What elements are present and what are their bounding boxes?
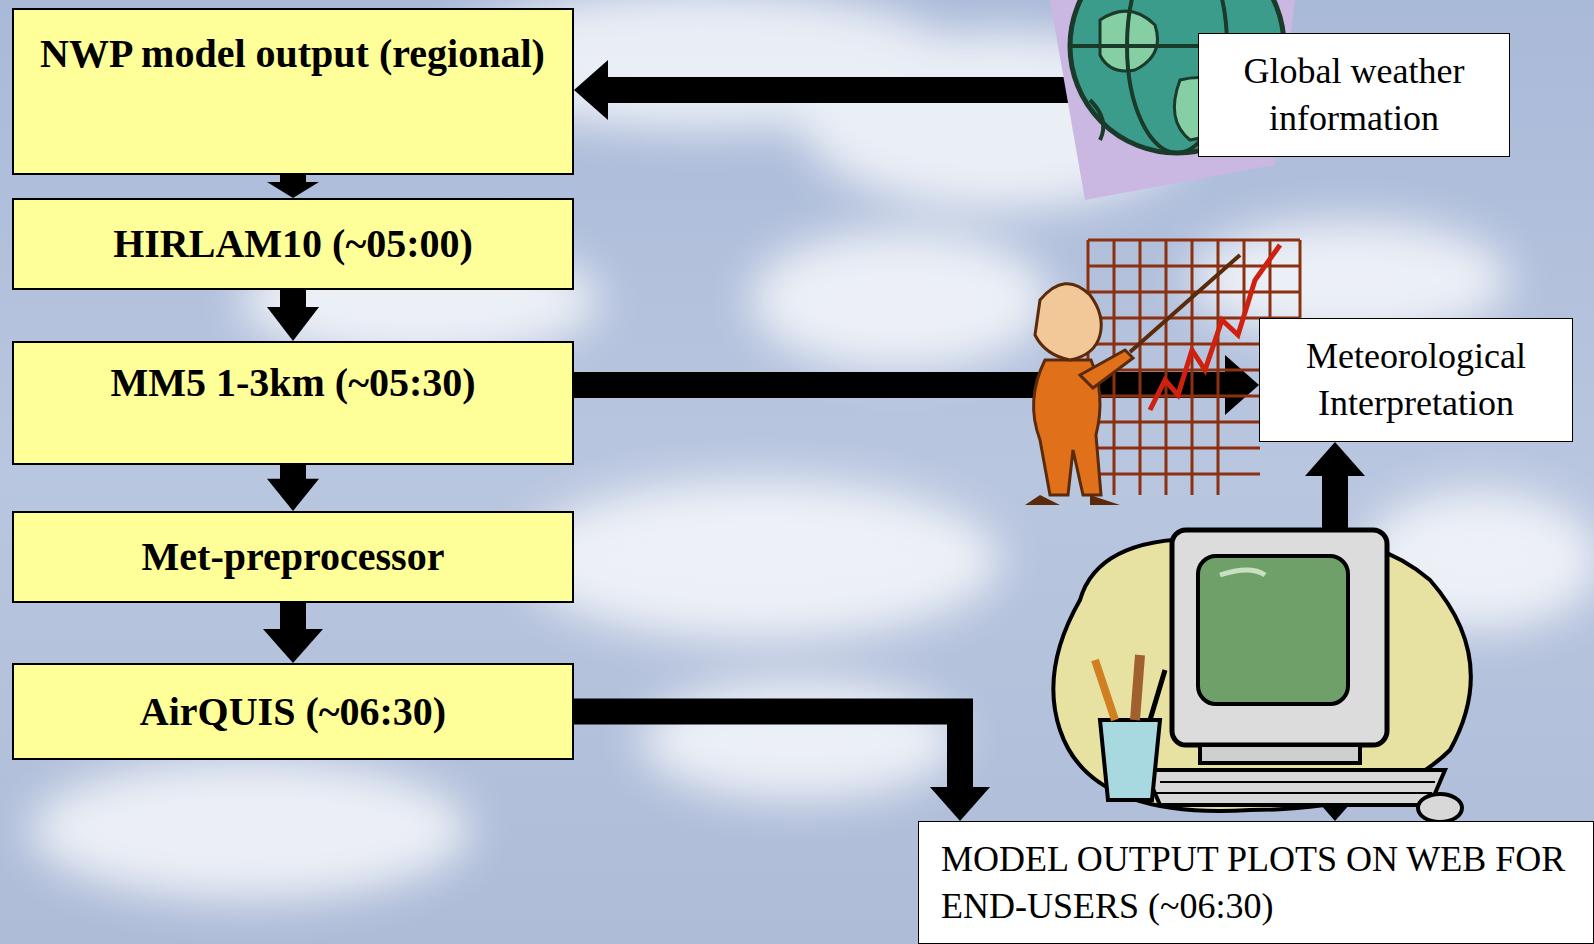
block-arrow [267, 175, 319, 198]
box-text: HIRLAM10 (~05:00) [30, 220, 556, 267]
arrow-head [267, 307, 319, 341]
arrow-head [263, 629, 323, 663]
box-text: NWP model output (regional) [40, 30, 546, 77]
arrow-head [267, 479, 319, 511]
arrow-head [267, 182, 319, 198]
arrow-shaft [280, 465, 306, 480]
computer-icon [1053, 530, 1471, 822]
process-box: Met-preprocessor [12, 511, 574, 603]
label-box: Global weather information [1198, 33, 1510, 157]
box-text: AirQUIS (~06:30) [30, 688, 556, 735]
block-arrow [574, 712, 990, 822]
box-text: MM5 1-3km (~05:30) [30, 359, 556, 406]
process-box: MM5 1-3km (~05:30) [12, 341, 574, 465]
process-box: NWP model output (regional) [12, 8, 574, 175]
arrow-shaft [280, 290, 306, 308]
arrow-head [574, 60, 608, 120]
box-text: Met-preprocessor [30, 533, 556, 580]
arrow-head [1225, 355, 1259, 415]
box-text: Global weather information [1211, 48, 1497, 142]
label-box: MODEL OUTPUT PLOTS ON WEB FOR END-USERS … [918, 821, 1594, 944]
arrow-head [1305, 442, 1365, 476]
block-arrow [267, 465, 319, 511]
box-text: MODEL OUTPUT PLOTS ON WEB FOR END-USERS … [941, 836, 1571, 930]
block-arrow [574, 355, 1259, 415]
process-box: HIRLAM10 (~05:00) [12, 198, 574, 290]
block-arrow [267, 290, 319, 341]
label-box: Meteorological Interpretation [1259, 318, 1573, 442]
block-arrow [263, 603, 323, 663]
arrow-shaft [280, 603, 306, 630]
arrow-shaft [574, 712, 960, 789]
process-box: AirQUIS (~06:30) [12, 663, 574, 760]
arrow-shaft [574, 372, 1226, 398]
arrow-shaft [280, 175, 306, 183]
arrow-head [930, 787, 990, 821]
box-text: Meteorological Interpretation [1272, 333, 1560, 427]
